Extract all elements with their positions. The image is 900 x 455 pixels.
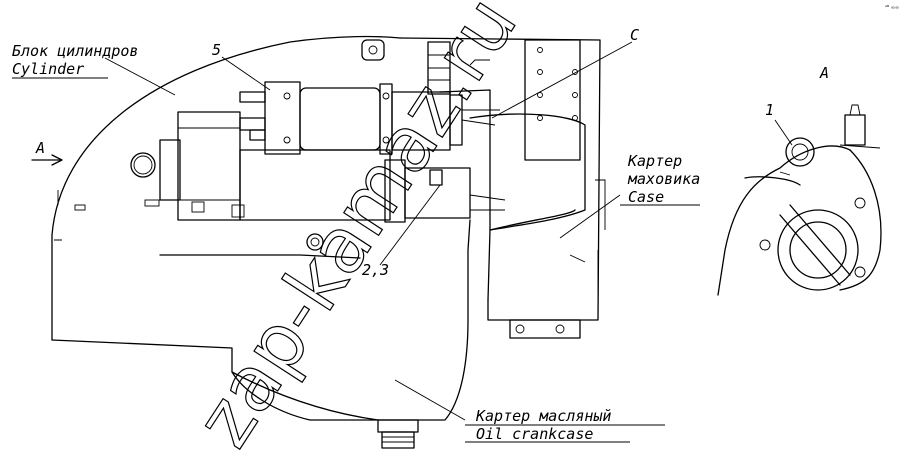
callout-2-3: 2,3 (362, 261, 389, 279)
view-arrow (31, 154, 63, 166)
detail-view-a (717, 104, 882, 296)
leader-lines (12, 41, 700, 443)
cylinder-label-ru: Блок цилиндров (12, 42, 138, 60)
cylinder-label-en: Cylinder (12, 60, 84, 78)
watermark: zap-kamaz.ru (178, 0, 533, 455)
cylinder-block-outline (51, 35, 401, 421)
bolts (130, 152, 324, 251)
view-title-label: A (819, 64, 829, 82)
flywheel-label-en: Case (628, 188, 664, 206)
oil-crankcase-outline (377, 219, 471, 449)
top-bracket (361, 39, 451, 95)
callout-1: 1 (765, 101, 774, 119)
starter-motor (133, 81, 506, 223)
view-arrow-label: A (35, 139, 45, 157)
flywheel-label-ru-2: маховика (627, 170, 700, 188)
oil-label-en: Oil crankcase (476, 425, 593, 443)
callout-5: 5 (212, 41, 221, 59)
oil-label-ru: Картер масляный (475, 407, 611, 425)
corner-mark: ᵃᴮ ∞∞ (885, 5, 899, 11)
callout-c: C (630, 26, 639, 44)
flywheel-label-ru-1: Картер (627, 152, 682, 170)
